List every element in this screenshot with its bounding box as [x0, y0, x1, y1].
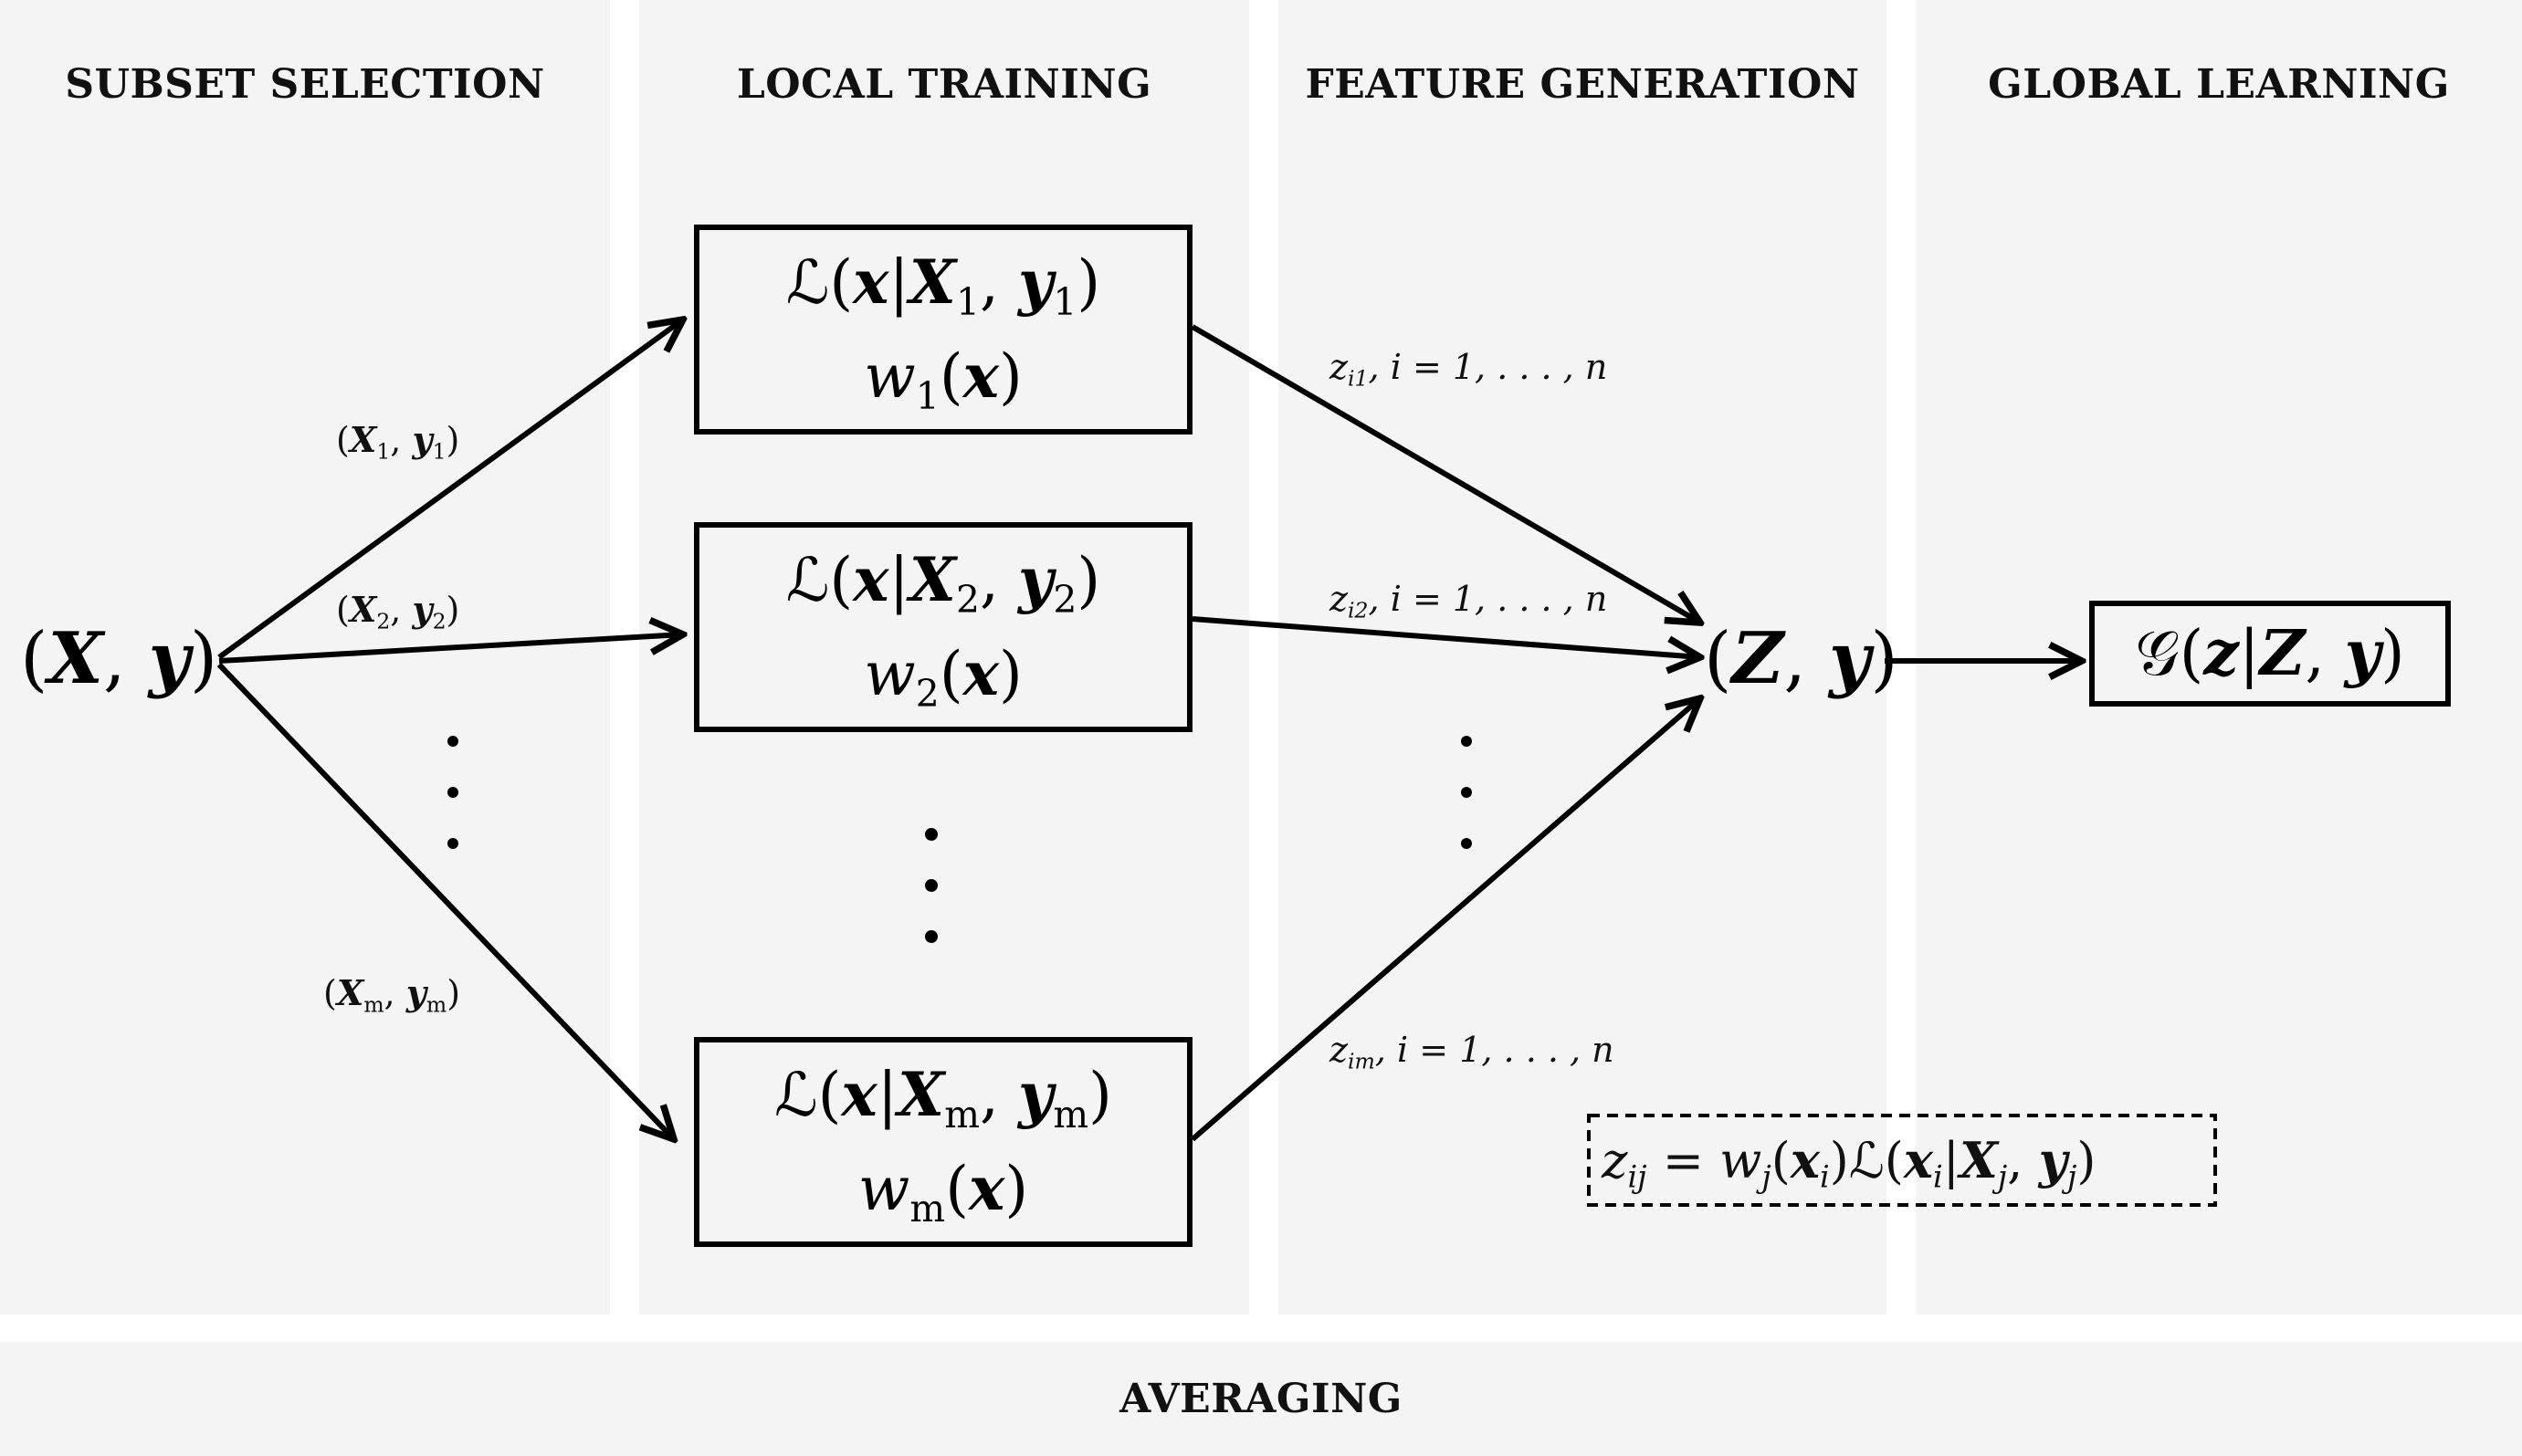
ellipsis-dot [1461, 787, 1472, 798]
arrow-split-2 [218, 634, 683, 664]
feature-formula: zij = wj(xi)ℒ(xi|Xj, yj) [1602, 1131, 2096, 1195]
ellipsis-dot [447, 787, 458, 798]
heading-feature-generation: FEATURE GENERATION [1305, 61, 1860, 108]
local-model-box-2: ℒ(x|X2, y2) w2(x) [694, 522, 1193, 732]
feature-label-m: zim, i = 1, . . . , n [1329, 1030, 1614, 1074]
formula-dashed-box [1587, 1114, 2217, 1207]
subset-label-m: (Xm, ym) [323, 972, 461, 1018]
ellipsis-dot [447, 736, 458, 747]
subset-label-2: (X2, y2) [336, 589, 460, 634]
ellipsis-dot [925, 879, 938, 892]
local-model-likelihood: ℒ(x|X1, y1) [785, 246, 1101, 325]
ellipsis-dot [925, 828, 938, 841]
heading-global-learning: GLOBAL LEARNING [1988, 61, 2450, 108]
arrow-split-1 [217, 319, 683, 660]
arrow-split-m [216, 662, 674, 1139]
local-model-weight: wm(x) [857, 1153, 1029, 1231]
subset-label-1: (X1, y1) [336, 419, 460, 465]
local-model-weight: w2(x) [864, 638, 1023, 717]
global-model-formula: 𝒢(z|Z, y) [2135, 616, 2405, 690]
feature-label-1: zi1, i = 1, . . . , n [1329, 347, 1608, 392]
heading-averaging: AVERAGING [1119, 1376, 1403, 1422]
ellipsis-dot [1461, 736, 1472, 747]
ellipsis-dot [1461, 838, 1472, 849]
feature-label-2: zi2, i = 1, . . . , n [1329, 579, 1608, 623]
arrow-feature-m [1191, 698, 1700, 1142]
column-feature-generation [1278, 0, 1886, 1315]
local-model-likelihood: ℒ(x|Xm, ym) [774, 1059, 1112, 1137]
local-model-box-1: ℒ(x|X1, y1) w1(x) [694, 225, 1193, 435]
feature-node: (Z, y) [1704, 617, 1898, 700]
ellipsis-dot [447, 838, 458, 849]
heading-local-training: LOCAL TRAINING [736, 61, 1152, 108]
arrow-feature-1 [1191, 324, 1700, 623]
arrow-feature-2 [1192, 616, 1700, 657]
heading-subset-selection: SUBSET SELECTION [65, 61, 545, 108]
local-model-box-m: ℒ(x|Xm, ym) wm(x) [694, 1037, 1193, 1247]
averaging-band [0, 1342, 2522, 1456]
local-model-weight: w1(x) [864, 340, 1023, 419]
global-model-box: 𝒢(z|Z, y) [2089, 601, 2451, 707]
ellipsis-dot [925, 930, 938, 943]
input-node: (X, y) [20, 617, 218, 700]
local-model-likelihood: ℒ(x|X2, y2) [785, 544, 1101, 623]
